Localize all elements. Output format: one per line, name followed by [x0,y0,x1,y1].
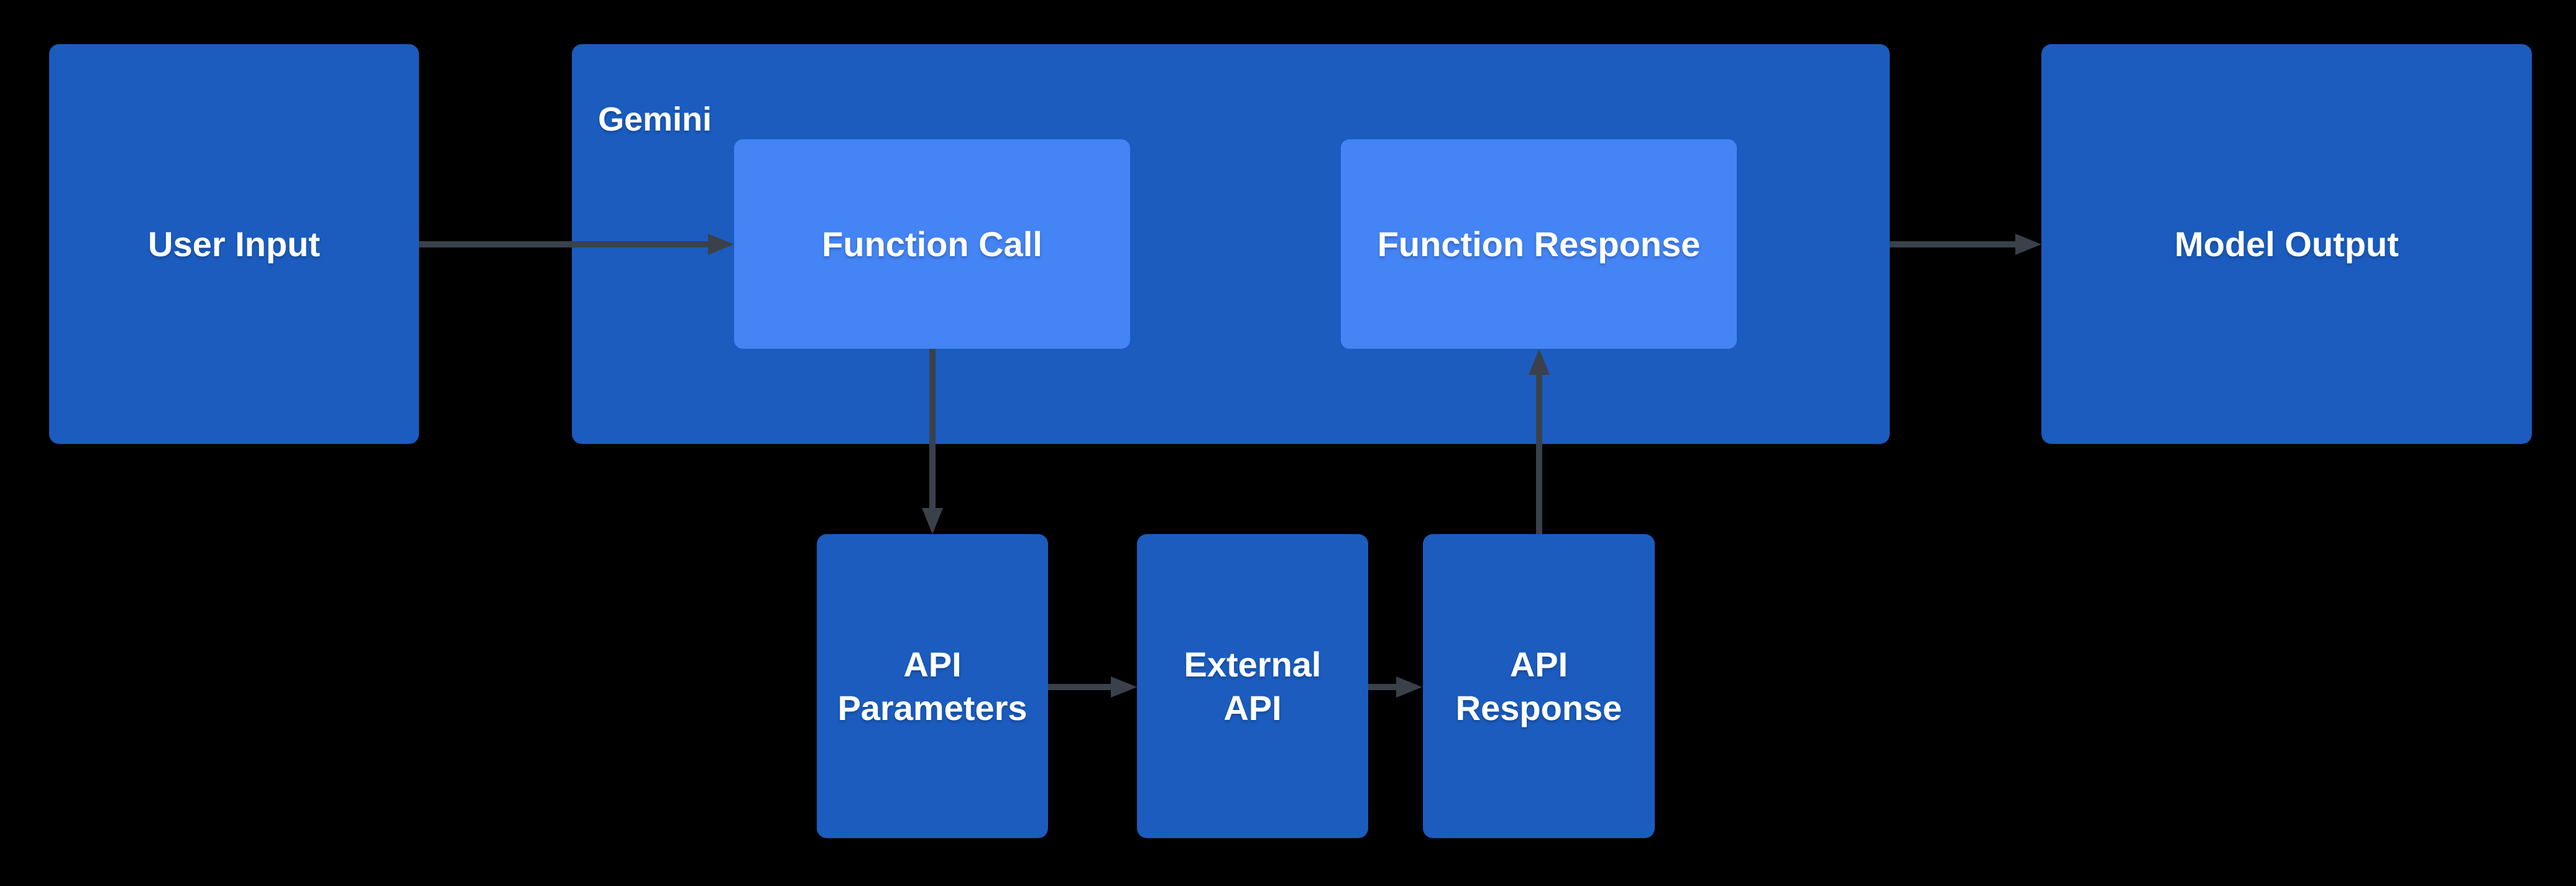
node-api-parameters: API Parameters [817,534,1048,838]
edge-api-parameters-to-external-api [1048,676,1137,698]
node-api-response: API Response [1423,534,1655,838]
group-gemini-title: Gemini [598,101,712,138]
node-api-parameters-label: API Parameters [837,644,1028,727]
node-model-output-label: Model Output [2174,224,2399,264]
node-user-input: User Input [49,44,419,444]
edge-external-api-to-api-response [1368,676,1422,698]
node-user-input-label: User Input [148,224,320,264]
edge-gemini-to-model-output [1890,234,2041,255]
group-gemini: Gemini Function Call Function Response [572,44,1890,444]
node-external-api: External API [1137,534,1368,838]
node-function-call-label: Function Call [822,224,1042,264]
node-function-response: Function Response [1341,139,1737,349]
node-model-output: Model Output [2041,44,2532,444]
node-external-api-label: External API [1184,644,1322,727]
node-api-response-label: API Response [1455,644,1622,727]
node-function-call: Function Call [734,139,1130,349]
node-function-response-label: Function Response [1377,224,1701,264]
